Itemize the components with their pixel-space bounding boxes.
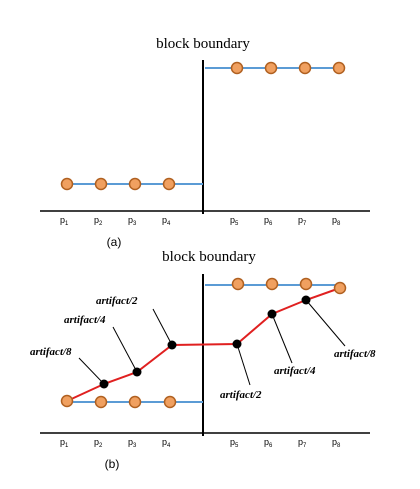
panel-a-pixel-p3 bbox=[128, 177, 142, 191]
panel-b-pixel-p1 bbox=[60, 394, 74, 408]
panel-a-label-p2: p2 bbox=[94, 215, 103, 227]
panel-b-filtered-curve bbox=[66, 287, 341, 402]
panel-a-pixel-p7 bbox=[298, 61, 312, 75]
panel-b-label-p6: p6 bbox=[264, 437, 273, 449]
panel-a-pixel-p6 bbox=[264, 61, 278, 75]
leader-left-artifact-2 bbox=[152, 308, 173, 346]
panel-a-label-p4: p4 bbox=[162, 215, 171, 227]
panel-b-label-p1: p1 bbox=[60, 437, 69, 449]
panel-a-label-p7: p7 bbox=[298, 215, 307, 227]
leader-right-artifact-2 bbox=[236, 343, 251, 386]
panel-b-pixel-p8 bbox=[333, 281, 347, 295]
panel-a-caption: (a) bbox=[107, 235, 122, 249]
panel-a-pixel-p5 bbox=[230, 61, 244, 75]
panel-b-label-p3: p3 bbox=[128, 437, 137, 449]
panel-a-label-p1: p1 bbox=[60, 215, 69, 227]
panel-b-title: block boundary bbox=[162, 249, 256, 265]
panel-b-pixel-p5 bbox=[231, 277, 245, 291]
panel-a-label-p3: p3 bbox=[128, 215, 137, 227]
panel-b-label-p7: p7 bbox=[298, 437, 307, 449]
panel-a-pixel-p4 bbox=[162, 177, 176, 191]
panel-a-pixel-p2 bbox=[94, 177, 108, 191]
panel-b: block boundary bbox=[30, 249, 376, 471]
label-left-artifact-4: artifact/4 bbox=[64, 314, 106, 326]
label-right-artifact-4: artifact/4 bbox=[274, 365, 316, 377]
label-left-artifact-8: artifact/8 bbox=[30, 346, 72, 358]
panel-b-label-p8: p8 bbox=[332, 437, 341, 449]
label-right-artifact-2: artifact/2 bbox=[220, 389, 262, 401]
panel-b-pixel-p6 bbox=[265, 277, 279, 291]
panel-b-caption: (b) bbox=[105, 457, 120, 471]
panel-a-pixels bbox=[60, 61, 346, 191]
panel-a: block boundary p1 p2 p3 p4 p5 p6 p7 bbox=[40, 36, 370, 249]
panel-a-label-p6: p6 bbox=[264, 215, 273, 227]
label-right-artifact-8: artifact/8 bbox=[334, 348, 376, 360]
panel-a-label-p5: p5 bbox=[230, 215, 239, 227]
leader-left-artifact-4 bbox=[112, 326, 138, 373]
panel-b-pixel-p3 bbox=[128, 395, 142, 409]
panel-b-label-p4: p4 bbox=[162, 437, 171, 449]
panel-a-label-p8: p8 bbox=[332, 215, 341, 227]
panel-b-pixel-p4 bbox=[163, 395, 177, 409]
panel-b-label-p5: p5 bbox=[230, 437, 239, 449]
panel-b-leader-lines bbox=[78, 299, 346, 386]
panel-a-pixel-p8 bbox=[332, 61, 346, 75]
leader-right-artifact-8 bbox=[305, 299, 346, 347]
panel-b-label-p2: p2 bbox=[94, 437, 103, 449]
panel-a-pixel-p1 bbox=[60, 177, 74, 191]
label-left-artifact-2: artifact/2 bbox=[96, 295, 138, 307]
panel-b-pixel-p2 bbox=[94, 395, 108, 409]
panel-a-title: block boundary bbox=[156, 36, 250, 52]
leader-right-artifact-4 bbox=[271, 313, 293, 364]
leader-left-artifact-8 bbox=[78, 357, 105, 385]
panel-b-pixels bbox=[60, 277, 347, 409]
panel-b-pixel-p7 bbox=[299, 277, 313, 291]
